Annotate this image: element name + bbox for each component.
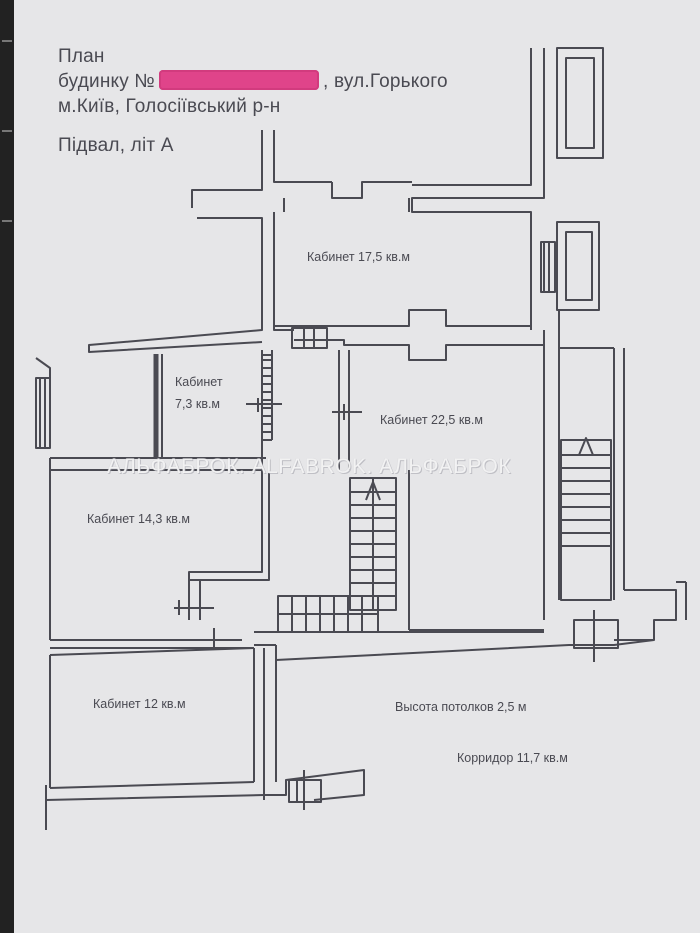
outer-walls xyxy=(88,48,687,641)
photo-edge xyxy=(0,0,14,933)
label-cabinet-7-3-name: Кабинет xyxy=(175,375,223,389)
label-cabinet-22-5: Кабинет 22,5 кв.м xyxy=(380,413,483,427)
label-cabinet-14-3: Кабинет 14,3 кв.м xyxy=(87,512,190,526)
floor-plan-sheet: План будинку № , вул.Горького м.Київ, Гол… xyxy=(14,0,700,933)
plan-title: План будинку № , вул.Горького м.Київ, Гол… xyxy=(58,44,448,158)
label-ceiling-height: Высота потолков 2,5 м xyxy=(395,700,527,714)
label-cabinet-12: Кабинет 12 кв.м xyxy=(93,697,186,711)
title-building-prefix: будинку № xyxy=(58,71,156,92)
label-cabinet-17-5: Кабинет 17,5 кв.м xyxy=(307,250,410,264)
title-line-city: м.Київ, Голосіївський р-н xyxy=(58,96,281,117)
lower-walls xyxy=(45,610,655,830)
title-building-suffix: , вул.Горького xyxy=(323,71,448,92)
floor-plan-drawing xyxy=(35,47,687,830)
title-line-basement: Підвал, літ А xyxy=(58,135,174,156)
right-service-block xyxy=(540,221,600,311)
redacted-house-number xyxy=(159,70,320,90)
label-corridor: Корридор 11,7 кв.м xyxy=(457,751,568,765)
left-rooms-walls xyxy=(35,350,282,640)
upper-right-block xyxy=(556,47,604,159)
watermark-text: АЛЬФАБРОК. ALFABROK. АЛЬФАБРОК xyxy=(107,455,512,478)
title-line-building: будинку № , вул.Горького xyxy=(58,69,448,94)
title-line-plan: План xyxy=(58,46,105,67)
label-cabinet-7-3-area: 7,3 кв.м xyxy=(175,397,221,411)
central-walls xyxy=(277,350,612,633)
